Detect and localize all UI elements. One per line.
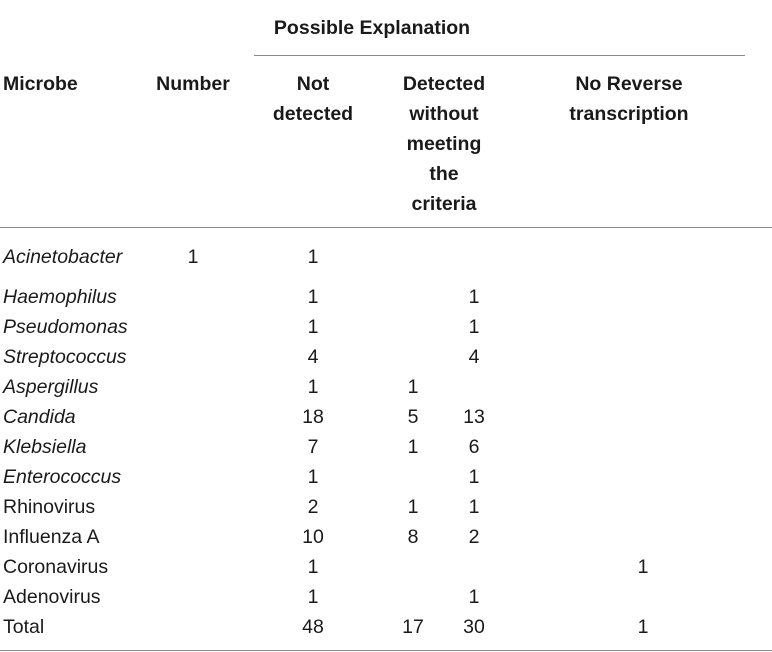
value-cell-c4: 1 bbox=[637, 616, 649, 638]
value-cell-c3: 13 bbox=[463, 406, 485, 428]
microbe-cell: Adenovirus bbox=[3, 586, 101, 608]
value-cell-c1: 1 bbox=[307, 246, 319, 268]
value-cell-c3: 1 bbox=[468, 286, 480, 308]
value-cell-c3: 30 bbox=[463, 616, 485, 638]
value-cell-c3: 4 bbox=[468, 346, 480, 368]
value-cell-c1: 48 bbox=[302, 616, 324, 638]
value-cell-c1: 4 bbox=[307, 346, 319, 368]
value-cell-c3: 6 bbox=[468, 436, 480, 458]
value-cell-c3: 1 bbox=[468, 496, 480, 518]
super-header-rule bbox=[254, 55, 745, 56]
column-header-microbe: Microbe bbox=[3, 73, 78, 95]
microbe-cell: Haemophilus bbox=[3, 286, 117, 308]
value-cell-c3: 2 bbox=[468, 526, 480, 548]
microbe-cell: Coronavirus bbox=[3, 556, 109, 578]
microbe-cell: Enterococcus bbox=[3, 466, 122, 488]
value-cell-c1: 1 bbox=[307, 286, 319, 308]
microbe-cell: Candida bbox=[3, 406, 76, 428]
value-cell-c1: 1 bbox=[307, 586, 319, 608]
value-cell-c3: 1 bbox=[468, 316, 480, 338]
microbe-cell: Pseudomonas bbox=[3, 316, 128, 338]
value-cell-c1: 1 bbox=[307, 316, 319, 338]
microbe-cell: Influenza A bbox=[3, 526, 100, 548]
microbe-cell: Rhinovirus bbox=[3, 496, 96, 518]
value-cell-c1: 10 bbox=[302, 526, 324, 548]
column-header-number: Number bbox=[156, 73, 230, 95]
value-cell-number: 1 bbox=[187, 246, 199, 268]
value-cell-c2: 1 bbox=[407, 376, 419, 398]
value-cell-c2: 5 bbox=[407, 406, 419, 428]
bottom-rule bbox=[0, 650, 772, 651]
value-cell-c3: 1 bbox=[468, 466, 480, 488]
value-cell-c4: 1 bbox=[637, 556, 649, 578]
microbe-cell: Acinetobacter bbox=[3, 246, 123, 268]
value-cell-c2: 8 bbox=[407, 526, 419, 548]
microbe-cell: Total bbox=[3, 616, 45, 638]
super-header: Possible Explanation bbox=[273, 17, 471, 39]
value-cell-c2: 17 bbox=[402, 616, 424, 638]
value-cell-c2: 1 bbox=[407, 436, 419, 458]
value-cell-c1: 7 bbox=[307, 436, 319, 458]
microbe-cell: Aspergillus bbox=[3, 376, 99, 398]
value-cell-c1: 2 bbox=[307, 496, 319, 518]
header-rule bbox=[0, 227, 772, 228]
value-cell-c1: 1 bbox=[307, 466, 319, 488]
column-header-no-reverse-transcription: No Reverse transcription bbox=[569, 73, 689, 125]
value-cell-c1: 18 bbox=[302, 406, 324, 428]
value-cell-c3: 1 bbox=[468, 586, 480, 608]
value-cell-c1: 1 bbox=[307, 556, 319, 578]
column-header-not-detected: Not detected bbox=[272, 73, 354, 125]
column-header-detected-without-criteria: Detected without meeting the criteria bbox=[402, 73, 486, 215]
microbe-cell: Streptococcus bbox=[3, 346, 127, 368]
value-cell-c2: 1 bbox=[407, 496, 419, 518]
microbe-cell: Klebsiella bbox=[3, 436, 87, 458]
value-cell-c1: 1 bbox=[307, 376, 319, 398]
